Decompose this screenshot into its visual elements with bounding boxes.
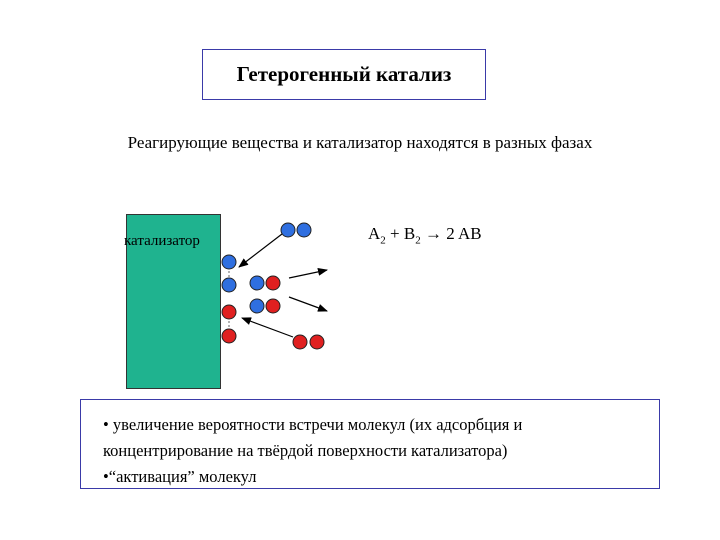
atom-a-1 [280,222,296,238]
product2-atom-b [265,298,281,314]
subtitle: Реагирующие вещества и катализатор наход… [127,133,593,152]
arrow-b2-incoming [241,317,294,338]
arrow-product-leaving-2 [288,296,328,312]
adsorbed-atom-b-2 [221,328,237,344]
bullet-line-2: концентрирование на твёрдой поверхности … [103,441,508,460]
adsorbed-atom-a-2 [221,277,237,293]
reactant-a: A [368,224,381,243]
adsorbed-atom-a-1 [221,254,237,270]
title-box: Гетерогенный катализ [202,49,486,100]
arrow-product-leaving-1 [288,267,328,279]
atom-a-2 [296,222,312,238]
atom-b-1 [292,334,308,350]
product2-atom-a [249,298,265,314]
adsorbed-atom-b-1 [221,304,237,320]
bullets-box: • увеличение вероятности встречи молекул… [80,399,660,489]
product: 2 AB [446,224,482,243]
page-title: Гетерогенный катализ [236,62,452,86]
reaction-arrow: → [420,224,447,243]
bullet-line-1: • увеличение вероятности встречи молекул… [103,415,523,434]
arrow-a2-incoming [238,233,283,268]
product1-atom-a [249,275,265,291]
product1-atom-b [265,275,281,291]
catalyst-label: катализатор [124,233,200,249]
reactant-a-subscript: 2 [380,234,386,247]
reactant-b: B [403,224,416,243]
reaction-equation: A2 + B2 → 2 AB [368,224,482,246]
catalyst-block [126,214,221,389]
plus-sign: + [385,224,404,243]
bullet-line-3: •“активация” молекул [103,467,257,486]
reactant-b-subscript: 2 [415,234,421,247]
atom-b-2 [309,334,325,350]
